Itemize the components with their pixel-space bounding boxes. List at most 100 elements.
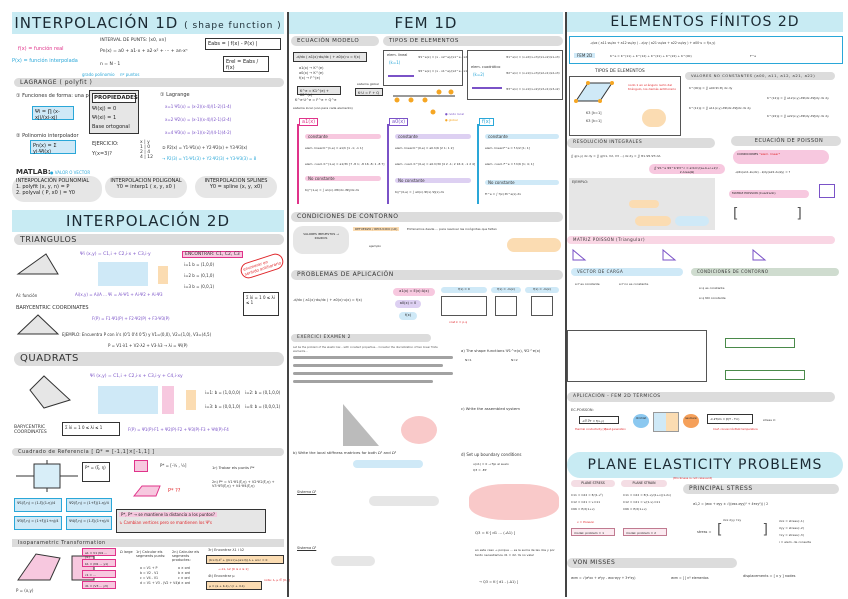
bullet-degree: n = N - 1 bbox=[100, 62, 121, 67]
iso-line: c = V4 - V1 bbox=[140, 576, 159, 580]
section-isoparametric: Isoparametric Transformation bbox=[12, 539, 284, 547]
exam-text-line bbox=[293, 356, 453, 359]
section-ecuacion-poisson: ECUACIÓN DE POISSON bbox=[731, 136, 841, 146]
mesh-2d-icon bbox=[574, 81, 614, 103]
el-note: sistema local (uno para cada elemento) bbox=[293, 106, 353, 110]
quad-i-row: i=2: b = (0,1,0,0) bbox=[245, 390, 281, 395]
tipo-cuad-n: (k=2) bbox=[473, 72, 485, 77]
poisson-ratio: ν = Poisson bbox=[577, 520, 595, 524]
aplicacion-case: f(x) = -ln(x) bbox=[491, 287, 521, 293]
iso-cross-line: d × ord bbox=[178, 581, 190, 585]
f-cuad: elem. cuad. F^e = f·h/6 [1; 4; 1] bbox=[485, 162, 534, 166]
termico-stress: stress σ: bbox=[763, 418, 776, 422]
section-cuadrado-referencia: Cuadrado de Referencia [ Ω* = [-1,1]×[-1… bbox=[12, 448, 284, 456]
matlab-note: ● VALOR O VECTOR bbox=[50, 170, 91, 175]
ec-poisson-label: EC.POISSON: bbox=[571, 408, 594, 412]
stress-lines: C11 = C22 = E/(1-ν²) C12 = C21 = ν·C11 C… bbox=[571, 492, 603, 513]
tri-i-row: i=1 b = (1,0,0) bbox=[184, 262, 215, 267]
exam-d-line: u(x1) = 0 → fijo al suelo bbox=[473, 462, 509, 466]
ref-parallelogram-icon bbox=[132, 485, 161, 497]
card-title: INTERPOLACIÓN POLINOMIAL bbox=[16, 178, 90, 184]
iso-step: 1r) Calcular els segments punts: bbox=[136, 550, 166, 558]
legend-local: ● nodo local bbox=[445, 112, 464, 116]
section-condiciones-contorno: CONDICIONES DE CONTORNO bbox=[291, 212, 563, 222]
thermal-mesh-grid bbox=[653, 412, 679, 432]
title-text: INTERPOLACIÓN 1D bbox=[14, 14, 179, 32]
vonmises-eq: σvm = √(σ²xx + σ²yy - σxx·σyy + 3τ²xy) bbox=[571, 576, 636, 580]
elem-matrix bbox=[642, 109, 666, 127]
eq-k-u: K^e·U^e = F^e + Q^e bbox=[295, 98, 337, 102]
contorno-ejemplo: ejemplo bbox=[369, 244, 382, 248]
iso-label: P = (x,y) bbox=[16, 588, 34, 593]
aplicacion-case: f(x) = -ln(x) bbox=[525, 287, 559, 293]
eq-line: f(x) → F^(e) bbox=[299, 76, 321, 80]
lagrange-row-1: x=1 Ψ1(x) = (x-2)(x-4)/(1-2)(1-4) bbox=[165, 104, 232, 109]
f-lin: elem. lineal F^e = f·h/2 [1; 1] bbox=[485, 146, 530, 150]
sistema2-matrix bbox=[331, 556, 375, 566]
bary2-label: BARYCENTRIC COORDINATES bbox=[14, 425, 47, 435]
error-rel-box: Erel = Eabs / f(x) bbox=[223, 56, 269, 72]
fem2d-label: FEM 2D bbox=[574, 53, 596, 58]
quadrilateral-diagram-icon bbox=[29, 375, 71, 409]
tri-matrix bbox=[98, 262, 148, 286]
column-interpolacion: INTERPOLACIÓN 1D ( shape function ) f(x)… bbox=[0, 0, 290, 599]
tipos-elementos-2d-header: TIPOS DE ELEMENTOS bbox=[595, 69, 645, 74]
f-card: f(x) constante elem. lineal F^e = f·h/2 … bbox=[477, 118, 561, 204]
contorno-left-text: VALORES IMPUESTOS → RIGIDOS bbox=[303, 232, 339, 240]
stress-matrix-bracket: [ ] bbox=[717, 522, 768, 538]
bary-formula: F(P) = F1·Ψ1(P) + F2·Ψ2(P) + F3·Ψ3(P) bbox=[92, 316, 170, 321]
exam-a-label: N=1 bbox=[465, 358, 472, 362]
principal-eq: σ1,2 = (σxx + σyy ± √((σxx-σyy)² + 4τxy²… bbox=[693, 502, 769, 506]
interp-poly-formula: Pn(x) = Σ yi·Ψi(x) bbox=[30, 140, 76, 155]
aplicacion-case: f(x) = 0 bbox=[441, 287, 487, 293]
iso-cross: a × ord b × ord c × ord d × ord bbox=[178, 566, 190, 586]
stress-legend-item: σxx = stress(:,1) bbox=[779, 519, 804, 523]
tipo-cuad-psi1: Ψ1^e(x) = (x-x2)(x-x3)/(x1-x2)(x1-x3) bbox=[506, 55, 560, 59]
quad-b-vector bbox=[186, 390, 196, 410]
ejemplo-box: EJEMPLO: bbox=[569, 178, 715, 230]
iso-step: 3r) Encontrar λ1 i λ2 bbox=[208, 548, 245, 552]
aplicacion-pill-a0: a0(x) = 0 bbox=[395, 300, 421, 308]
title-subtitle: ( shape function ) bbox=[184, 21, 282, 31]
neumann-pill: neumann bbox=[683, 414, 699, 428]
property-1: Ψi(xj) = 0 bbox=[92, 106, 117, 112]
displacements: displacements = [ x y ] nodes bbox=[743, 574, 796, 578]
exam-text-line bbox=[293, 380, 433, 383]
a0-lin: elem. lineal K^(0,e) = a0·h/6 [2 1; 1 2] bbox=[395, 146, 454, 150]
matlab-label: MATLAB: bbox=[16, 168, 51, 176]
card-line: Y0 = interp1 ( x, y, x0 ) bbox=[116, 184, 176, 190]
title-interpolacion-2d: INTERPOLACIÓN 2D bbox=[12, 210, 284, 232]
exam-spring-blob bbox=[469, 484, 559, 520]
termico-label: Coef. convección bbox=[713, 428, 735, 431]
tipo-cuad-psi3: Ψ3^e(x) = (x-x1)(x-x2)/(x3-x1)(x3-x2) bbox=[506, 87, 560, 91]
divider-2 bbox=[565, 12, 567, 597]
exam-d-line: Q3 = -EP bbox=[473, 468, 487, 472]
strain-line: C11 = C22 = E(1-ν)/(1+ν)(1-2ν) bbox=[623, 493, 671, 497]
tipo-lineal-n: (k=1) bbox=[389, 60, 401, 65]
poisson-note: *elem. linear* bbox=[759, 152, 781, 156]
matlab-card-poligonal: INTERPOLACION POLIGONAL Y0 = interp1 ( x… bbox=[105, 176, 187, 198]
tri-b-vector bbox=[158, 266, 168, 284]
stress-cols: σxx σyy τxy bbox=[723, 518, 742, 522]
iso-step: Ω large bbox=[120, 550, 133, 554]
ejemplo-term bbox=[635, 216, 671, 226]
termico-eq2: -k·∂T/∂n = β(T - T∞) bbox=[707, 414, 753, 424]
matriz-poisson-cuadrado: MATRIZ POISSON (Cuadrado) bbox=[729, 190, 809, 198]
tipo-label: K3 [k=1] bbox=[586, 111, 602, 115]
iso-cross-line: a × ord bbox=[178, 566, 190, 570]
matlab-card-polinomial: INTERPOLACIÓN POLINOMIAL 1. polyfit (x, … bbox=[12, 176, 102, 202]
label-npuntos: nº puntos bbox=[120, 72, 140, 77]
fem2d-eq: -∂/∂x ( a11·∂u/∂x + a12·∂u/∂y ) - ∂/∂y (… bbox=[590, 41, 716, 45]
a1-const: constante bbox=[305, 134, 381, 139]
f-const: constante bbox=[485, 134, 559, 139]
triangle-element-icon bbox=[752, 248, 767, 261]
iso-step-lines: a = V1 + P b = V2 - V1 c = V4 - V1 d = V… bbox=[140, 566, 179, 586]
tri-find-box: ENCONTRAR: C1, C2, C3 bbox=[182, 251, 243, 258]
card-line: 1. polyfit (x, y, n) = P bbox=[16, 184, 70, 190]
ref-arrow-1: P* = [-½ , ½] bbox=[160, 463, 187, 468]
tipo-cuadratico-box: elem. cuadrático (k=2) Ψ1^e(x) = (x-x2)(… bbox=[467, 50, 563, 100]
card-line: Y0 = spline (x, y, x0) bbox=[209, 184, 263, 190]
cell: 0 bbox=[147, 145, 151, 150]
exam-text-line bbox=[293, 364, 443, 367]
tipo-cuad-psi2: Ψ2^e(x) = (x-x1)(x-x3)/(x2-x1)(x2-x3) bbox=[506, 71, 560, 75]
